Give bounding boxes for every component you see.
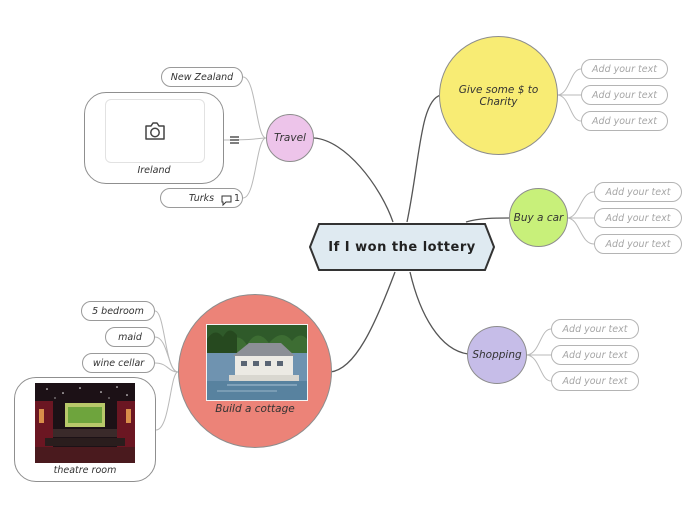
- car-item-3[interactable]: Add your text: [594, 234, 682, 254]
- link-cottage: [329, 271, 396, 373]
- link-travel: [313, 137, 394, 223]
- topic-buy-a-car-label: Buy a car: [513, 211, 564, 224]
- link-charity: [406, 94, 442, 223]
- travel-item-turks[interactable]: Turks: [160, 188, 243, 208]
- topic-shopping[interactable]: Shopping: [467, 326, 527, 384]
- topic-travel-label: Travel: [274, 132, 306, 144]
- charity-item-1[interactable]: Add your text: [581, 59, 668, 79]
- theatre-room-label: theatre room: [53, 465, 117, 476]
- central-topic-label: If I won the lottery: [328, 239, 476, 255]
- cottage-item-wine-cellar[interactable]: wine cellar: [82, 353, 155, 373]
- link-car: [465, 217, 510, 223]
- cottage-item-5-bedroom[interactable]: 5 bedroom: [81, 301, 155, 321]
- topic-buy-a-car[interactable]: Buy a car: [509, 188, 568, 247]
- ireland-label: Ireland: [137, 165, 171, 176]
- central-topic-shape: [309, 223, 495, 271]
- comment-icon[interactable]: [221, 195, 232, 206]
- link-shopping: [409, 271, 469, 355]
- topic-build-a-cottage-label: Build a cottage: [215, 403, 295, 415]
- charity-item-3[interactable]: Add your text: [581, 111, 668, 131]
- car-item-2[interactable]: Add your text: [594, 208, 682, 228]
- theatre-photo: [35, 383, 135, 463]
- cottage-item-maid[interactable]: maid: [105, 327, 155, 347]
- topic-charity-label: Give some $ to Charity: [458, 83, 539, 108]
- topic-build-a-cottage[interactable]: Build a cottage: [178, 294, 332, 448]
- travel-item-ireland[interactable]: Ireland: [84, 92, 224, 184]
- image-placeholder: [105, 99, 205, 163]
- notes-icon[interactable]: [230, 136, 239, 144]
- topic-charity[interactable]: Give some $ to Charity: [439, 36, 558, 155]
- topic-travel[interactable]: Travel: [266, 114, 314, 162]
- camera-icon: [145, 122, 165, 140]
- central-topic[interactable]: If I won the lottery: [309, 223, 495, 271]
- topic-shopping-label: Shopping: [472, 349, 522, 361]
- shopping-item-2[interactable]: Add your text: [551, 345, 639, 365]
- shopping-item-3[interactable]: Add your text: [551, 371, 639, 391]
- charity-item-2[interactable]: Add your text: [581, 85, 668, 105]
- car-item-1[interactable]: Add your text: [594, 182, 682, 202]
- cottage-photo: [206, 324, 308, 401]
- comment-count: 1: [234, 193, 241, 204]
- cottage-item-theatre-room[interactable]: theatre room: [14, 377, 156, 482]
- travel-item-new-zealand[interactable]: New Zealand: [161, 67, 243, 87]
- shopping-item-1[interactable]: Add your text: [551, 319, 639, 339]
